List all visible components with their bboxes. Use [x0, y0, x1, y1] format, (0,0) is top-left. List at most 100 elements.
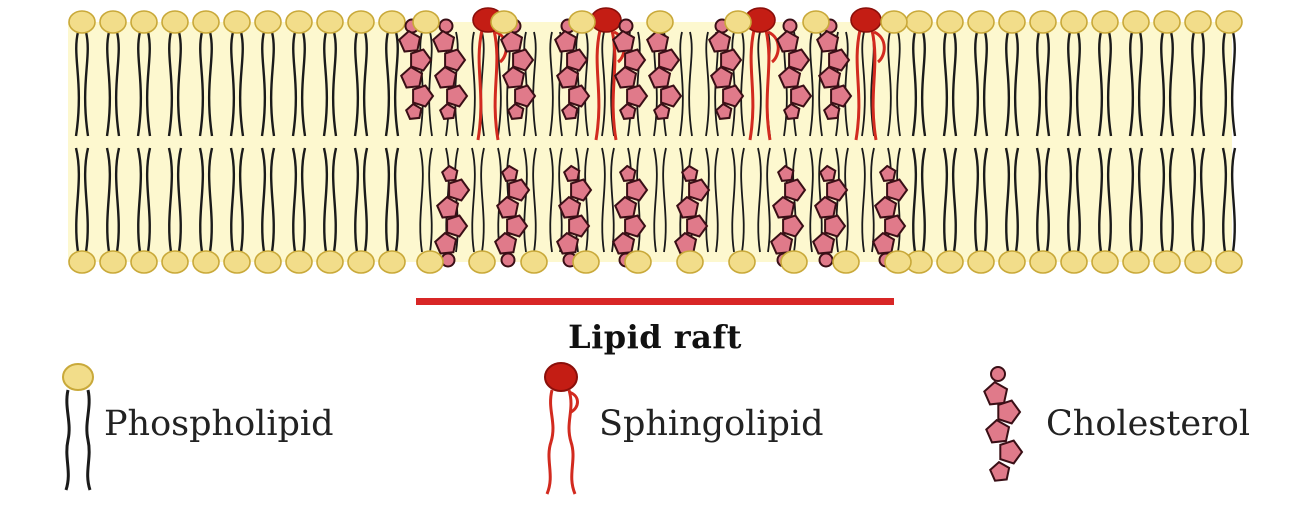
phospholipid-head-bottom — [520, 250, 548, 274]
cholesterol-ring — [500, 164, 519, 182]
cholesterol-ring — [562, 164, 581, 182]
tail — [740, 31, 745, 137]
tail — [291, 147, 298, 253]
phospholipid-head-top — [1153, 10, 1181, 34]
phospholipid-head-top — [490, 10, 518, 34]
phospholipid-head-top — [905, 10, 933, 34]
tail — [911, 31, 918, 137]
tail — [1004, 147, 1011, 253]
lipid-tails — [973, 31, 989, 253]
cholesterol — [553, 18, 591, 120]
tail — [331, 147, 338, 253]
cholesterol-head — [990, 366, 1006, 382]
tail — [480, 147, 485, 253]
phospholipid-head-top — [285, 10, 313, 34]
cholesterol-ring — [560, 102, 579, 120]
lipid-tails — [1128, 31, 1144, 253]
cholesterol-ring — [782, 214, 805, 238]
tail — [167, 31, 174, 137]
cholesterol-ring — [828, 48, 851, 72]
phospholipid-head-top — [568, 10, 596, 34]
cholesterol-ring — [499, 29, 524, 53]
tail — [1190, 147, 1197, 253]
phospholipid-head-bottom — [572, 250, 600, 274]
cholesterol-ring — [495, 195, 520, 219]
cholesterol-head — [782, 18, 798, 34]
tail — [322, 147, 329, 253]
cholesterol-ring — [714, 102, 733, 120]
tail — [1230, 31, 1237, 137]
cholesterol-ring — [433, 65, 458, 89]
tail — [471, 147, 476, 253]
phospholipid-head-top — [880, 10, 908, 34]
cholesterol — [775, 18, 813, 120]
membrane-diagram — [68, 7, 1243, 274]
phospholipid-head-top — [223, 10, 251, 34]
cholesterol-ring — [776, 164, 795, 182]
tail — [688, 31, 693, 137]
phospholipid-head-top — [130, 10, 158, 34]
tail — [757, 147, 762, 253]
cholesterol — [815, 18, 853, 120]
tail — [1075, 147, 1082, 253]
cholesterol-head — [818, 252, 834, 268]
tail — [105, 147, 112, 253]
tail — [480, 31, 485, 137]
lipid-tails — [322, 31, 338, 253]
tail — [238, 31, 245, 137]
lipid-tails — [731, 31, 745, 253]
cholesterol-ring — [412, 84, 435, 108]
phospholipid-head-bottom — [1122, 250, 1150, 274]
phospholipid-head-bottom — [347, 250, 375, 274]
phospholipid-head-bottom — [285, 250, 313, 274]
lipid-tails — [167, 31, 183, 253]
tail — [861, 147, 866, 253]
phospholipid-label: Phospholipid — [104, 404, 334, 444]
tail — [601, 31, 606, 137]
cholesterol-ring — [448, 178, 471, 202]
lipid-bilayer — [68, 7, 1243, 274]
tail — [951, 147, 958, 253]
cholesterol-ring — [553, 29, 578, 53]
lipid-raft-bar — [416, 298, 894, 305]
tail — [532, 31, 537, 137]
phospholipid-head-bottom — [728, 250, 756, 274]
tail — [105, 31, 112, 137]
phospholipid-head-bottom — [998, 250, 1026, 274]
phospholipid-head-bottom — [780, 250, 808, 274]
cholesterol-ring — [440, 164, 459, 182]
cholesterol — [611, 18, 649, 120]
tail — [136, 31, 143, 137]
tail — [982, 31, 989, 137]
cholesterol-ring — [514, 84, 537, 108]
sphingolipid-tail — [594, 29, 602, 141]
cholesterol-ring — [784, 178, 807, 202]
cholesterol-ring — [566, 48, 589, 72]
lipid-tails — [523, 31, 537, 253]
phospholipid-head-top — [192, 10, 220, 34]
sphingolipid-tail — [748, 29, 756, 141]
phospholipid-head-bottom — [1184, 250, 1212, 274]
cholesterol-ring — [404, 102, 423, 120]
phospholipid-head-bottom — [676, 250, 704, 274]
tail — [714, 147, 719, 253]
tail — [1044, 31, 1051, 137]
cholesterol-ring — [652, 102, 671, 120]
tail — [384, 147, 391, 253]
tail — [1035, 147, 1042, 253]
sphingolipid-tail — [767, 30, 780, 64]
cholesterol-ring — [660, 84, 683, 108]
cholesterol-ring — [399, 65, 424, 89]
tail — [1168, 31, 1175, 137]
tail — [229, 147, 236, 253]
phospholipid-head-bottom — [1215, 250, 1243, 274]
phospholipid-head-top — [378, 10, 406, 34]
tail — [114, 31, 121, 137]
phospholipid-head-bottom — [884, 250, 912, 274]
cholesterol-ring — [568, 214, 591, 238]
cholesterol-ring — [790, 84, 813, 108]
cholesterol-ring — [658, 48, 681, 72]
tail — [353, 147, 360, 253]
cholesterol-ring — [444, 48, 467, 72]
cholesterol-ring — [410, 48, 433, 72]
